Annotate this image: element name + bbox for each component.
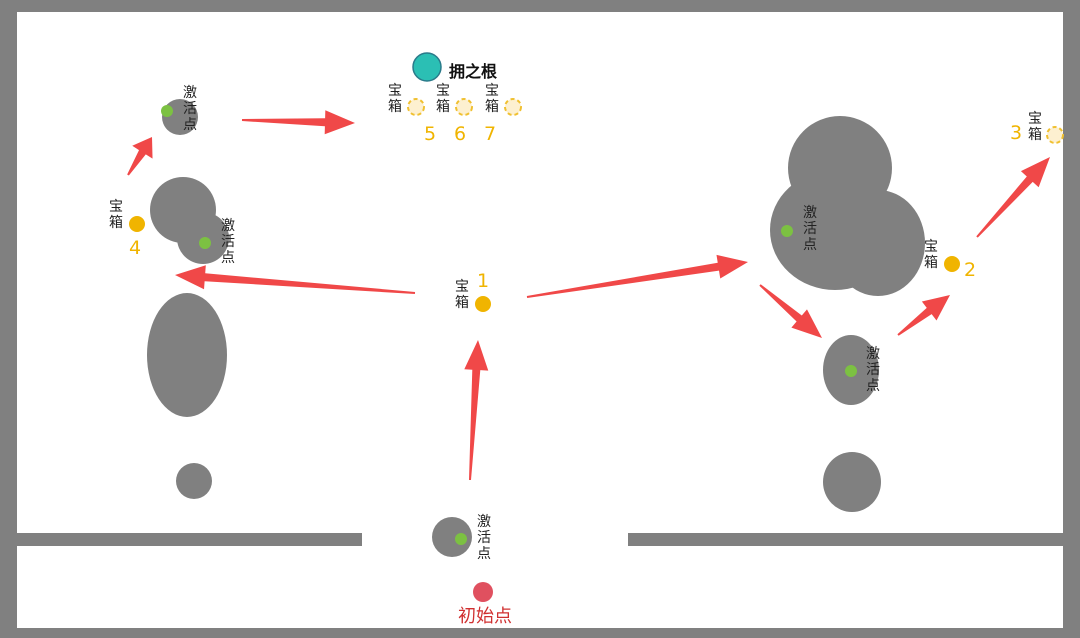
chest-label: 宝箱 xyxy=(1028,111,1042,143)
activation-point[interactable] xyxy=(161,105,173,117)
chest-4-icon[interactable] xyxy=(129,216,145,232)
chest-label: 宝箱 xyxy=(924,239,938,271)
start-point-icon[interactable] xyxy=(473,582,493,602)
chest-5-icon[interactable] xyxy=(407,98,425,116)
activation-label: 激活点 xyxy=(221,218,235,266)
activation-label: 激活点 xyxy=(803,205,817,253)
route-arrow xyxy=(175,265,416,294)
walls xyxy=(17,533,1063,546)
chest-6-icon[interactable] xyxy=(455,98,473,116)
start-label: 初始点 xyxy=(458,606,512,627)
chest-7-icon[interactable] xyxy=(504,98,522,116)
activation-points xyxy=(161,105,857,545)
chest-1-icon[interactable] xyxy=(475,296,491,312)
route-arrow xyxy=(464,340,489,481)
chest-label: 宝箱 xyxy=(388,83,402,115)
chest-number: 5 xyxy=(424,123,437,145)
chest-label: 宝箱 xyxy=(455,279,469,311)
chest-2-icon[interactable] xyxy=(944,256,960,272)
obstacles xyxy=(147,99,925,557)
route-arrow xyxy=(526,254,748,298)
chests xyxy=(129,98,1064,312)
obstacle xyxy=(176,463,212,499)
activation-point[interactable] xyxy=(199,237,211,249)
chest-number: 7 xyxy=(484,123,497,145)
boss-name: 拥之根 xyxy=(449,62,498,81)
obstacle xyxy=(823,452,881,512)
route-arrow xyxy=(976,157,1050,238)
chest-label: 宝箱 xyxy=(109,199,123,231)
chest-number: 4 xyxy=(129,237,142,259)
activation-point[interactable] xyxy=(455,533,467,545)
route-arrow xyxy=(241,110,355,135)
route-arrow xyxy=(897,295,950,336)
obstacle xyxy=(432,517,472,557)
route-arrows xyxy=(127,110,1050,481)
boss-icon[interactable] xyxy=(412,52,442,82)
activation-label: 激活点 xyxy=(183,85,197,133)
activation-label: 激活点 xyxy=(866,346,880,394)
activation-point[interactable] xyxy=(845,365,857,377)
route-arrow xyxy=(127,137,153,176)
chest-number: 1 xyxy=(477,270,490,292)
chest-number: 6 xyxy=(454,123,467,145)
obstacle xyxy=(147,293,227,417)
chest-label: 宝箱 xyxy=(436,83,450,115)
chest-number: 3 xyxy=(1010,122,1023,144)
wall-left xyxy=(17,533,362,546)
route-arrow xyxy=(759,284,822,338)
chest-3-icon[interactable] xyxy=(1046,126,1064,144)
chest-label: 宝箱 xyxy=(485,83,499,115)
activation-point[interactable] xyxy=(781,225,793,237)
activation-label: 激活点 xyxy=(477,514,491,562)
wall-right xyxy=(628,533,1063,546)
chest-number: 2 xyxy=(964,259,977,281)
obstacle xyxy=(831,190,925,296)
